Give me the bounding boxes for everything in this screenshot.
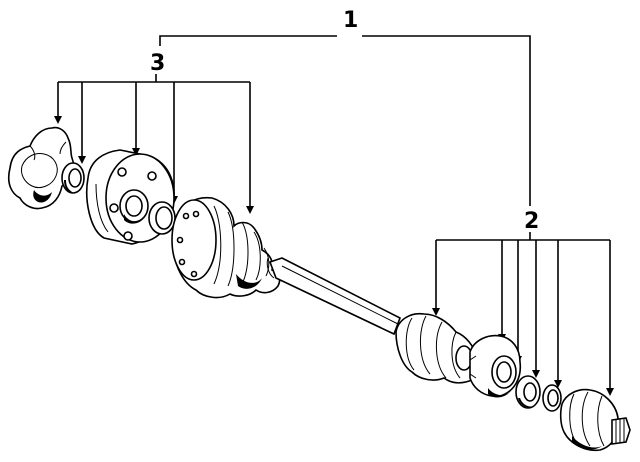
leader-1 (159, 35, 531, 206)
cv-joint-boot-left-part (171, 196, 281, 299)
callout-1: 1 (343, 8, 358, 33)
callout-3: 3 (150, 51, 165, 76)
callout-2: 2 (524, 209, 539, 234)
leader-2 (432, 232, 614, 396)
axle-shaft-part (266, 257, 402, 336)
leader-3 (54, 74, 254, 214)
bearing-ring-part (515, 375, 541, 409)
cv-boot-stub-right-part (559, 388, 631, 452)
washer-right-part (542, 384, 562, 412)
joint-housing-part (469, 334, 522, 398)
cv-boot-right-part (395, 312, 481, 384)
retainer-cap-part (7, 126, 75, 210)
washer-left-part (148, 201, 176, 235)
seal-ring-left-part (61, 162, 85, 194)
